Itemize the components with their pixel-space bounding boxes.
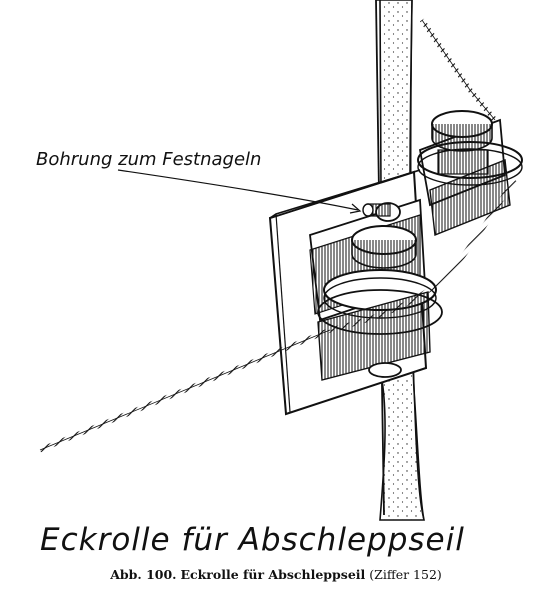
annotation: Bohrung zum Festnageln [36, 149, 362, 214]
lower-bracket [309, 198, 443, 381]
figure-reference: (Ziffer 152) [369, 567, 442, 582]
plate-thickness-edge [275, 213, 291, 413]
rope-around-pulley [329, 178, 518, 333]
annotation-label: Bohrung zum Festnageln [36, 149, 261, 170]
annotation-arrowhead [349, 203, 362, 214]
rope-upper-run [419, 18, 497, 122]
nail-hole [362, 202, 401, 222]
bolt-nut [368, 362, 402, 378]
figure-caption: Abb. 100. Eckrolle für Abschleppseil (Zi… [0, 567, 552, 582]
illustration-title: Eckrolle für Abschleppseil [40, 522, 465, 558]
annotation-leader-line [117, 169, 359, 211]
upper-bracket [417, 110, 523, 236]
figure-title: Eckrolle für Abschleppseil [180, 567, 366, 582]
tow-rope [39, 18, 518, 453]
figure-number: Abb. 100. [110, 567, 177, 582]
